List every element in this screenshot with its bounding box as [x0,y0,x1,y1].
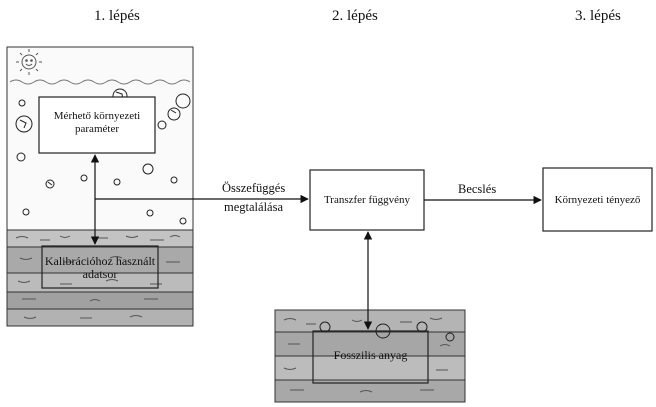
step-3-label: 3. lépés [575,8,621,24]
sun-icon [16,49,42,75]
node-calibration-label: Kalibrációhoz használt adatsor [44,254,156,281]
node-measurable-box [38,96,156,154]
step-2-label: 2. lépés [332,8,378,24]
edge-correlation-label-line2: megtalálása [224,200,283,214]
node-transfer-label: Transzfer függvény [323,194,411,206]
sediment-layers [6,229,194,327]
node-environmental-box [542,167,653,232]
node-transfer-box [309,169,425,231]
step-1-label: 1. lépés [94,8,140,24]
node-measurable-label: Mérhető környezeti paraméter [53,110,141,135]
edge-estimation-label: Becslés [458,182,497,196]
edge-correlation-label-line1: Összefüggés [222,181,286,195]
water-surface-wave [9,79,191,85]
node-calibration-box [41,245,159,289]
node-fossil-label: Fosszilis anyag [333,348,408,362]
node-environmental-label: Környezeti tényező [554,194,641,206]
fossil-sediment-block [274,309,466,403]
node-fossil-box [312,330,429,384]
